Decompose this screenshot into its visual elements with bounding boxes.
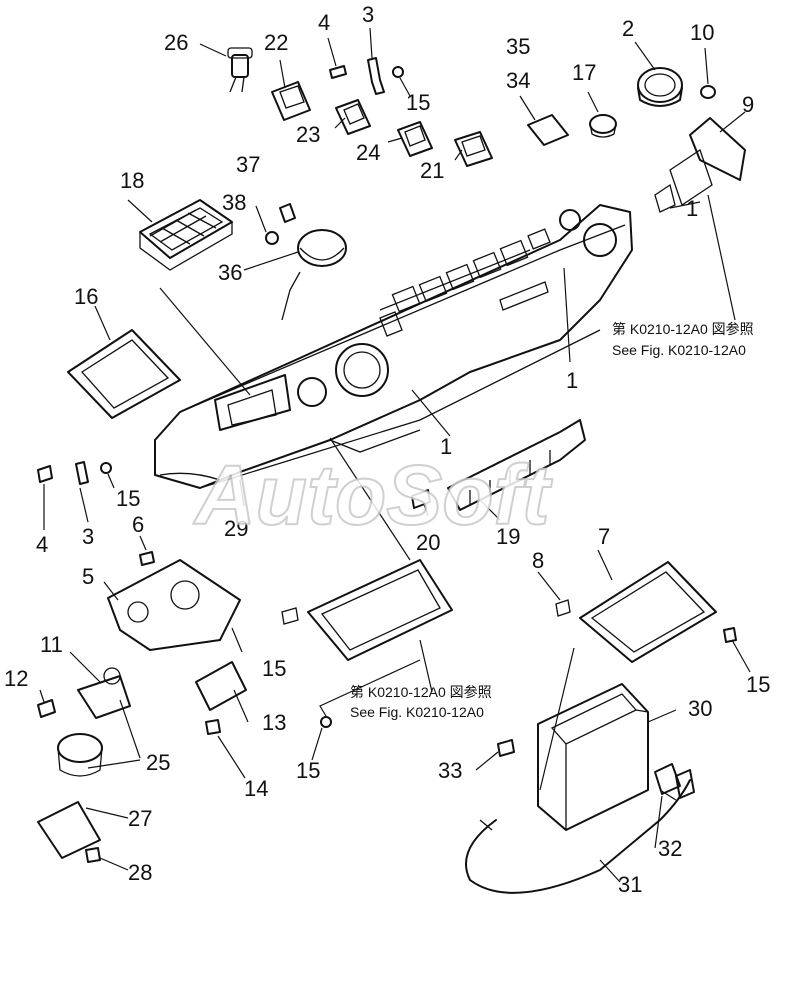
reference-jp-2: 第 K0210-12A0 図参照 xyxy=(350,684,492,700)
lighter-part-26 xyxy=(227,47,253,93)
knob-part-37 xyxy=(279,203,296,223)
label-35: 35 xyxy=(506,34,530,59)
cap-part-17 xyxy=(589,114,617,138)
reference-note-2: 第 K0210-12A0 図参照 See Fig. K0210-12A0 xyxy=(350,684,492,720)
switch-panel-right xyxy=(555,561,717,663)
label-4-left: 4 xyxy=(36,532,48,557)
label-26: 26 xyxy=(164,30,188,55)
label-28: 28 xyxy=(128,860,152,885)
label-37: 37 xyxy=(236,152,260,177)
label-34: 34 xyxy=(506,68,530,93)
nut-part-15-right xyxy=(723,627,737,643)
label-3-left: 3 xyxy=(82,524,94,549)
label-20: 20 xyxy=(416,530,440,555)
label-15-mid: 15 xyxy=(262,656,286,681)
label-18: 18 xyxy=(120,168,144,193)
part-labels: 1 1 1 2 3 3 4 4 5 6 7 8 9 10 11 12 13 14… xyxy=(4,2,770,897)
label-19: 19 xyxy=(496,524,520,549)
bolt-part-20 xyxy=(411,489,431,509)
label-33: 33 xyxy=(438,758,462,783)
label-38: 38 xyxy=(222,190,246,215)
leader-lines xyxy=(39,27,751,883)
dashboard-console xyxy=(154,204,633,489)
label-16: 16 xyxy=(74,284,98,309)
label-15-right: 15 xyxy=(746,672,770,697)
bolt-part-14 xyxy=(205,719,221,735)
label-11: 11 xyxy=(40,632,63,657)
label-9: 9 xyxy=(742,92,754,117)
sender-part-25 xyxy=(57,733,103,777)
label-32: 32 xyxy=(658,836,682,861)
clamp-part-3-top xyxy=(367,57,385,95)
label-10: 10 xyxy=(690,20,714,45)
washer-part-38 xyxy=(265,231,279,245)
harness-part-31 xyxy=(465,779,691,894)
bracket-part-5 xyxy=(107,559,241,651)
bracket-part-27 xyxy=(37,801,101,859)
controller-part-30 xyxy=(537,683,649,831)
label-12: 12 xyxy=(4,666,28,691)
switch-part-21 xyxy=(454,131,493,167)
label-24: 24 xyxy=(356,140,380,165)
bolt-part-4-top xyxy=(329,65,347,79)
switch-panel-center xyxy=(281,559,453,661)
bulb-part-10 xyxy=(700,85,716,99)
label-3-top: 3 xyxy=(362,2,374,27)
bolt-part-4-left xyxy=(37,465,53,483)
label-1-a: 1 xyxy=(686,196,698,221)
label-22: 22 xyxy=(264,30,288,55)
plate-part-11 xyxy=(77,667,131,719)
label-6: 6 xyxy=(132,512,144,537)
label-15-bottom: 15 xyxy=(296,758,320,783)
harness-part-19 xyxy=(447,419,586,511)
bolt-part-6 xyxy=(139,551,155,566)
label-15-left: 15 xyxy=(116,486,140,511)
gasket-part-16 xyxy=(67,329,181,419)
label-13: 13 xyxy=(262,710,286,735)
switch-part-22 xyxy=(271,81,311,121)
label-4-top: 4 xyxy=(318,10,330,35)
connector-part-32 xyxy=(654,763,695,799)
label-15-top: 15 xyxy=(406,90,430,115)
watermark: AutoSoft xyxy=(193,448,553,542)
nut-part-15-top xyxy=(392,66,404,78)
vent-part-18 xyxy=(139,199,233,271)
nut-part-15-left xyxy=(100,462,112,474)
label-14: 14 xyxy=(244,776,268,801)
label-2: 2 xyxy=(622,16,634,41)
label-31: 31 xyxy=(618,872,642,897)
label-25: 25 xyxy=(146,750,170,775)
label-27: 27 xyxy=(128,806,152,831)
bolt-part-28 xyxy=(85,847,101,863)
cover-part-34 xyxy=(527,114,569,146)
label-36: 36 xyxy=(218,260,242,285)
bolt-part-12 xyxy=(37,699,56,718)
cap-part-36 xyxy=(281,229,347,321)
label-29: 29 xyxy=(224,516,248,541)
nut-part-15-bottom xyxy=(320,716,332,728)
label-1-b: 1 xyxy=(566,368,578,393)
label-21: 21 xyxy=(420,158,444,183)
reference-jp-1: 第 K0210-12A0 図参照 xyxy=(612,321,754,337)
reference-en-1: See Fig. K0210-12A0 xyxy=(612,342,746,358)
label-30: 30 xyxy=(688,696,712,721)
label-1-c: 1 xyxy=(440,434,452,459)
bolt-part-33 xyxy=(497,739,515,757)
label-8: 8 xyxy=(532,548,544,573)
gauge-part-2 xyxy=(637,67,683,107)
label-23: 23 xyxy=(296,122,320,147)
label-5: 5 xyxy=(82,564,94,589)
switch-part-24 xyxy=(397,121,433,157)
label-17: 17 xyxy=(572,60,596,85)
label-7: 7 xyxy=(598,524,610,549)
switch-part-23 xyxy=(335,99,371,135)
clamp-part-3-left xyxy=(75,461,89,485)
bracket-part-13 xyxy=(195,661,247,711)
reference-en-2: See Fig. K0210-12A0 xyxy=(350,704,484,720)
bracket-part-9 xyxy=(654,117,746,213)
reference-note-1: 第 K0210-12A0 図参照 See Fig. K0210-12A0 xyxy=(612,321,754,358)
